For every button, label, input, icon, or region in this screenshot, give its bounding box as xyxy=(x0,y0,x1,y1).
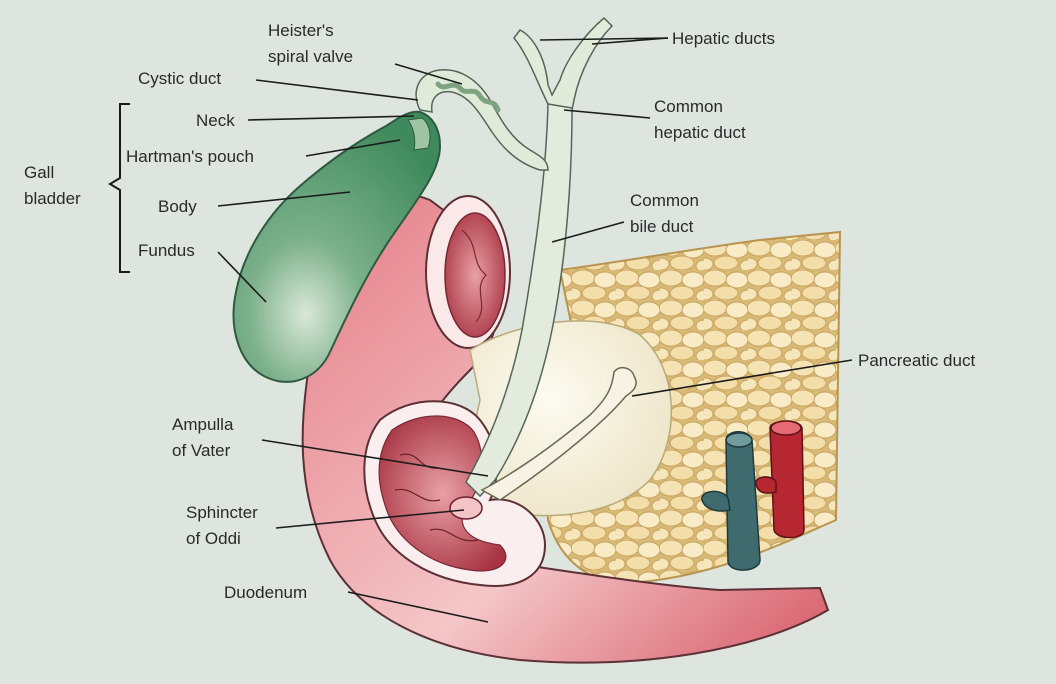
label-duodenum: Duodenum xyxy=(224,583,307,602)
label-cystic-duct: Cystic duct xyxy=(138,69,221,88)
label-heisters-line1: Heister's xyxy=(268,21,334,40)
label-common-bile-line1: Common xyxy=(630,191,699,210)
label-sphincter-line2: of Oddi xyxy=(186,529,241,548)
label-fundus: Fundus xyxy=(138,241,195,260)
label-common-hepatic-line1: Common xyxy=(654,97,723,116)
label-gall-line2: bladder xyxy=(24,189,81,208)
label-common-bile-line2: bile duct xyxy=(630,217,694,236)
label-hartmans-pouch: Hartman's pouch xyxy=(126,147,254,166)
label-gall-line1: Gall xyxy=(24,163,54,182)
label-body: Body xyxy=(158,197,197,216)
label-ampulla-line2: of Vater xyxy=(172,441,231,460)
papilla-sphincter-of-oddi xyxy=(450,497,482,519)
label-heisters-line2: spiral valve xyxy=(268,47,353,66)
label-common-hepatic-line2: hepatic duct xyxy=(654,123,746,142)
gallbladder-bracket xyxy=(110,104,130,272)
hepatic-ducts xyxy=(514,18,612,110)
label-ampulla-line1: Ampulla xyxy=(172,415,234,434)
label-hepatic-ducts: Hepatic ducts xyxy=(672,29,775,48)
label-pancreatic-duct: Pancreatic duct xyxy=(858,351,975,370)
label-neck: Neck xyxy=(196,111,235,130)
label-sphincter-line1: Sphincter xyxy=(186,503,258,522)
